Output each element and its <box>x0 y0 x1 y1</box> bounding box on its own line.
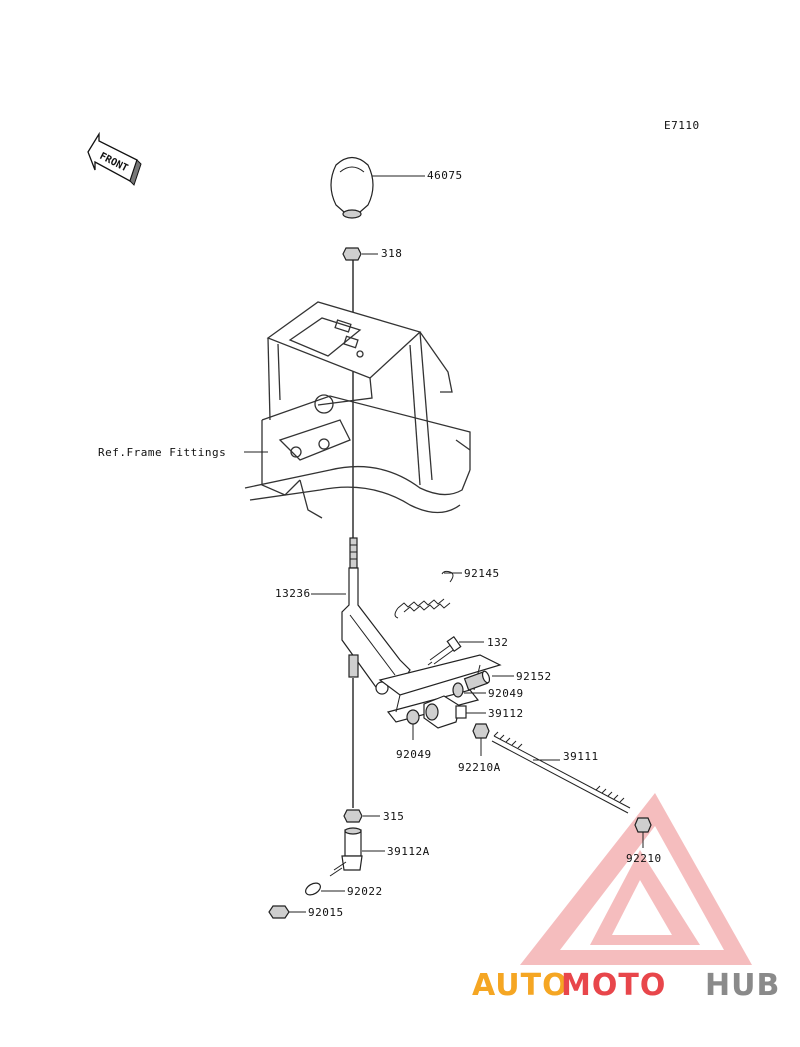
nut-bottom-end <box>268 905 290 919</box>
spring <box>394 570 454 619</box>
diagram-code: E7110 <box>664 119 700 132</box>
bushing <box>463 670 491 691</box>
watermark-part-auto: AUTO <box>472 968 569 1003</box>
callout-rod: 39111 <box>563 750 599 763</box>
front-direction-arrow: FRONT <box>87 131 142 186</box>
callout-spring: 92145 <box>464 567 500 580</box>
nut-rod-end <box>634 817 652 833</box>
shift-lever <box>341 537 411 695</box>
callout-knob: 46075 <box>427 169 463 182</box>
nut-a <box>472 723 490 739</box>
watermark-part-moto: MOTO <box>561 968 666 1003</box>
shift-knob <box>330 156 374 219</box>
rod-end-upper <box>423 695 467 729</box>
callout-rod-end-upper: 39112 <box>488 707 524 720</box>
washer-lower <box>406 709 420 725</box>
nut-bottom <box>343 809 363 823</box>
bolt <box>427 635 462 666</box>
washer-upper <box>452 682 464 698</box>
callout-washer-lower: 92049 <box>396 748 432 761</box>
callout-washer-bottom: 92022 <box>347 885 383 898</box>
watermark-brand-text: AUTO MOTO HUB <box>472 968 780 1003</box>
callout-rod-end-lower: 39112A <box>387 845 430 858</box>
callout-nut-bottom: 315 <box>383 810 404 823</box>
callout-frame-ref: Ref.Frame Fittings <box>98 446 226 459</box>
shift-rod <box>491 731 631 814</box>
watermark-logo-triangle <box>520 793 752 965</box>
callout-bolt: 132 <box>487 636 508 649</box>
watermark-part-hub: HUB <box>705 968 780 1003</box>
frame-fittings <box>244 301 471 519</box>
nut-top <box>342 247 362 261</box>
callout-bushing: 92152 <box>516 670 552 683</box>
callout-nut-bottom-end: 92015 <box>308 906 344 919</box>
callout-nut-a: 92210A <box>458 761 501 774</box>
callout-nut-top: 318 <box>381 247 402 260</box>
callout-nut-rod-end: 92210 <box>626 852 662 865</box>
rod-end-lower <box>329 827 363 877</box>
callout-shift-lever: 13236 <box>275 587 311 600</box>
washer-bottom <box>305 882 321 896</box>
callout-washer-upper: 92049 <box>488 687 524 700</box>
